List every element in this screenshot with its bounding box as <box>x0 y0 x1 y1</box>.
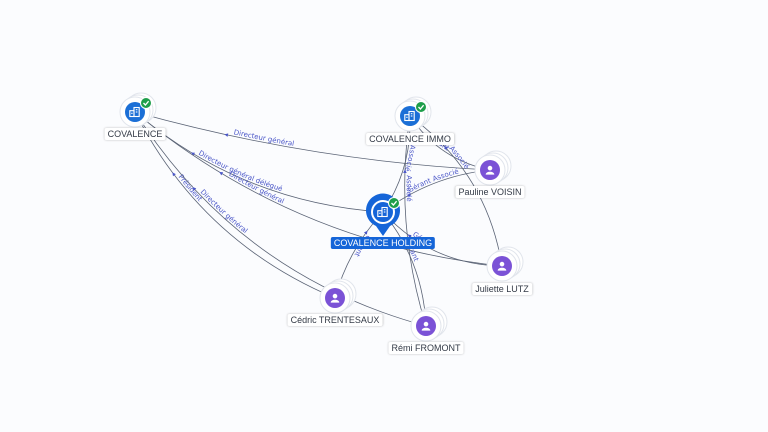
edge-arrow-icon <box>403 169 407 174</box>
edge-label: Gérant Associé <box>407 168 460 195</box>
node-label-cedric-trentesaux[interactable]: Cédric TRENTESAUX <box>287 314 383 326</box>
edge-holding-remi[interactable]: Gérant <box>382 211 427 327</box>
node-label-pauline-voisin[interactable]: Pauline VOISIN <box>455 186 525 198</box>
node-label-juliette-lutz[interactable]: Juliette LUTZ <box>472 283 532 295</box>
nodes-layer <box>119 92 524 342</box>
verified-check-icon <box>388 197 400 209</box>
edge-arrow-icon <box>407 192 411 197</box>
edge-label: Associé <box>448 145 471 171</box>
edge-line <box>134 111 491 171</box>
edge-label: Associé <box>405 175 413 202</box>
edge-arrow-icon <box>219 171 224 176</box>
edge-covalence-holding[interactable]: Directeur général délégué <box>134 111 384 213</box>
edge-arrow-icon <box>191 152 196 156</box>
edge-arrow-icon <box>444 146 448 150</box>
node-covalence[interactable] <box>119 92 157 128</box>
node-label-covalence[interactable]: COVALENCE <box>104 128 166 140</box>
node-pauline[interactable] <box>474 150 512 186</box>
verified-check-icon <box>140 97 152 109</box>
node-juliette[interactable] <box>486 246 524 282</box>
edge-line <box>134 111 503 267</box>
node-remi[interactable] <box>410 306 448 342</box>
edge-line <box>382 211 427 327</box>
node-label-covalence-immo[interactable]: COVALENCE IMMO <box>366 133 454 145</box>
edge-label: Directeur général délégué <box>197 149 283 193</box>
edge-arrow-icon <box>192 187 197 191</box>
verified-check-icon <box>415 101 427 113</box>
edge-covalence-cedric[interactable]: Président <box>134 111 336 299</box>
edge-arrow-icon <box>224 133 229 137</box>
edge-arrow-icon <box>172 172 176 177</box>
edge-arrow-icon <box>407 234 412 239</box>
node-holding[interactable] <box>366 193 400 236</box>
edge-line <box>134 111 336 299</box>
node-immo[interactable] <box>394 96 432 132</box>
node-label-covalence-holding[interactable]: COVALENCE HOLDING <box>330 237 436 249</box>
edge-line <box>409 115 503 267</box>
edge-line <box>134 111 384 213</box>
edge-line <box>134 111 427 327</box>
node-cedric[interactable] <box>319 278 357 314</box>
node-label-remi-fromont[interactable]: Rémi FROMONT <box>388 342 464 354</box>
edge-arrow-icon <box>363 230 368 235</box>
edge-label: Président <box>177 173 204 203</box>
